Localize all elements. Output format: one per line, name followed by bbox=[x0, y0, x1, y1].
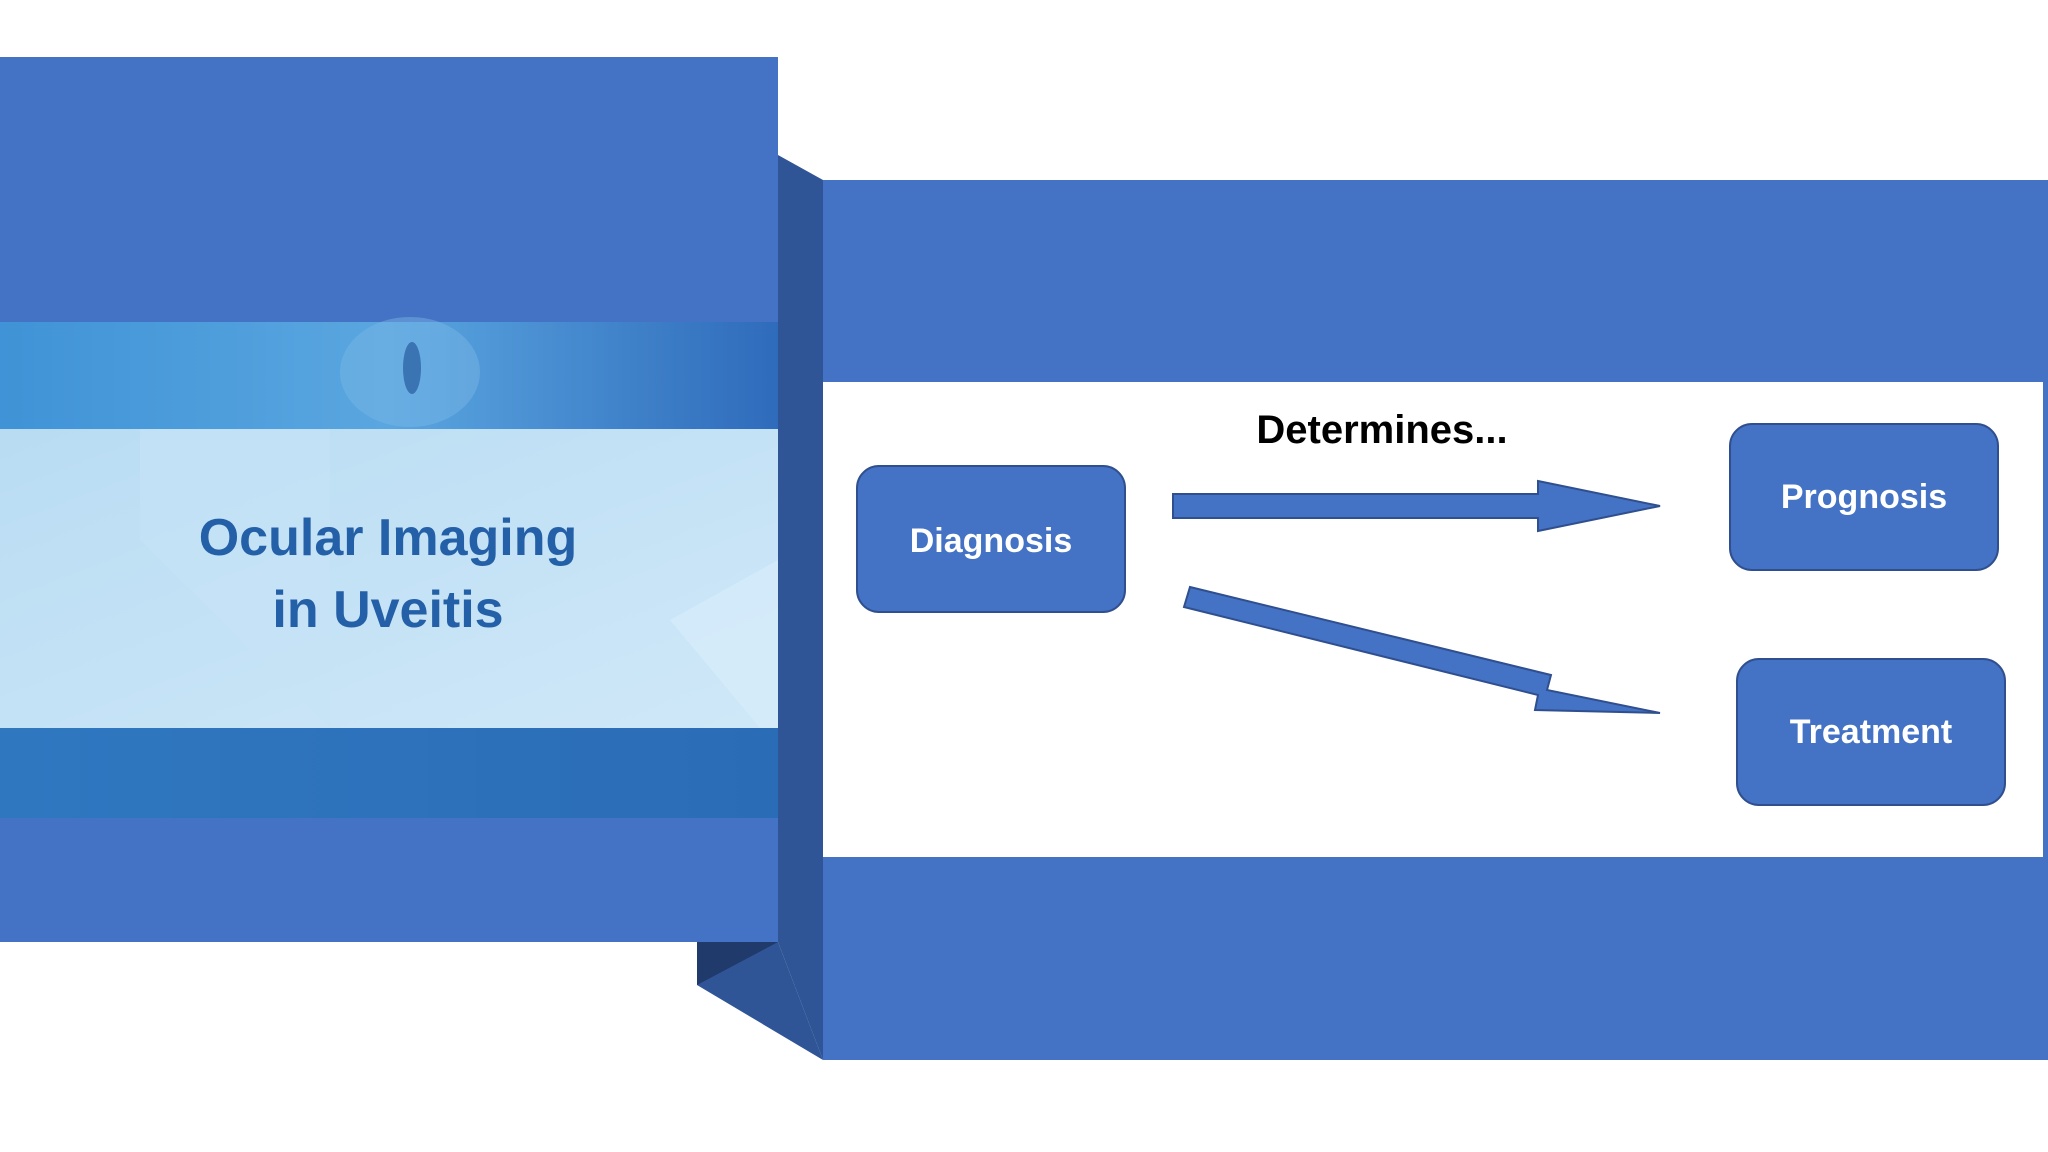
title-card-light-panel bbox=[0, 429, 778, 728]
title-line-2: in Uveitis bbox=[272, 581, 503, 639]
node-diagnosis: Diagnosis bbox=[856, 465, 1126, 613]
fold-shadow-face bbox=[697, 942, 778, 985]
node-treatment-box bbox=[1736, 658, 2006, 806]
title-card: Ocular Imaging in Uveitis bbox=[0, 57, 778, 942]
light-panel-facet bbox=[140, 429, 330, 728]
node-treatment-label: Treatment bbox=[1790, 713, 1953, 751]
fold-side-face bbox=[778, 155, 823, 1060]
title-line-1: Ocular Imaging bbox=[199, 509, 578, 567]
connector-label: Determines... bbox=[1256, 408, 1507, 452]
node-treatment: Treatment bbox=[1736, 658, 2006, 806]
node-prognosis-box bbox=[1729, 423, 1999, 571]
node-prognosis-label: Prognosis bbox=[1781, 478, 1947, 516]
node-prognosis: Prognosis bbox=[1729, 423, 1999, 571]
title-card-bottom-band bbox=[0, 728, 778, 818]
arrow-diagnosis-to-treatment bbox=[1182, 585, 1661, 714]
arrow-diagnosis-to-prognosis bbox=[1172, 479, 1661, 533]
node-diagnosis-label: Diagnosis bbox=[910, 522, 1072, 560]
fold-connector bbox=[697, 155, 823, 1060]
light-panel-facet-right bbox=[670, 560, 778, 728]
diagram-panel: Determines... Diagnosis Prognosis Treatm… bbox=[823, 180, 2048, 1060]
title-card-image-banner bbox=[0, 322, 778, 429]
eye-pupil-graphic bbox=[403, 342, 421, 394]
fold-bottom-face bbox=[697, 942, 823, 1060]
node-diagnosis-box bbox=[856, 465, 1126, 613]
